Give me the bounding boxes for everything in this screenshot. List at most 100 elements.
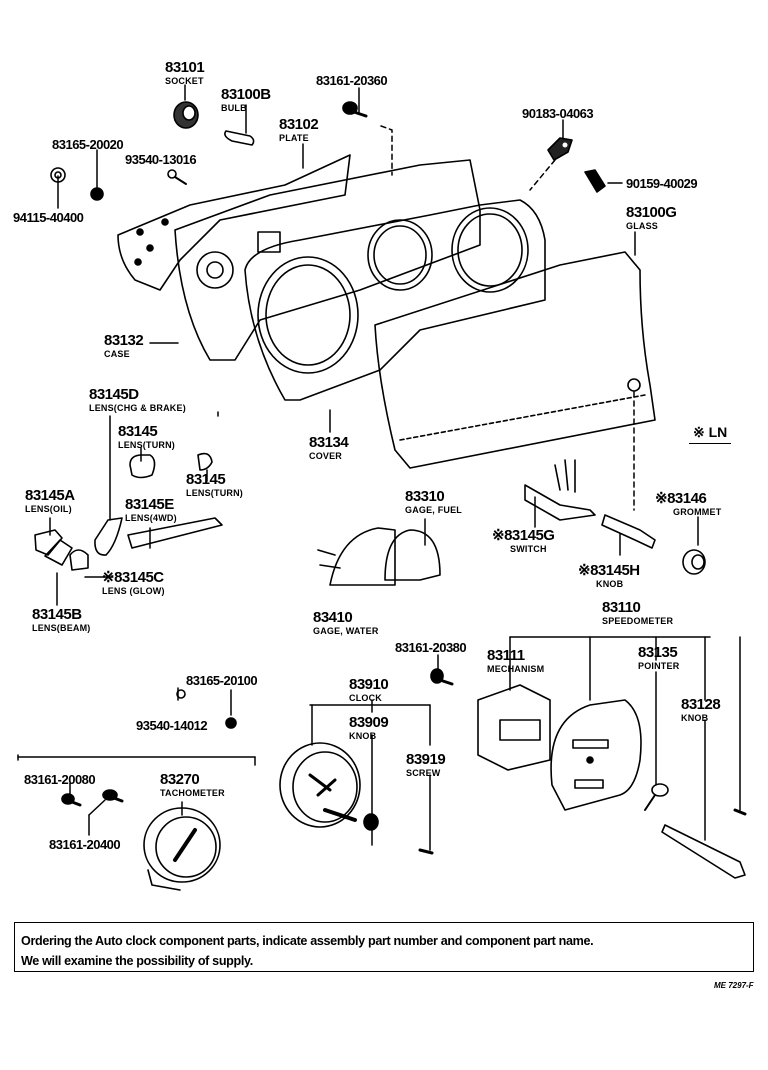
part-number: 90159-40029 <box>626 176 698 191</box>
part-name: GLASS <box>626 221 659 231</box>
part-number: 94115-40400 <box>13 210 84 225</box>
part-number: 83270 <box>160 771 200 788</box>
part-label-83161-20380: 83161-20380 <box>395 640 467 656</box>
part-label-83161-20400: 83161-20400 <box>49 837 121 853</box>
cluster-assembly-drawing <box>117 154 656 469</box>
screw-93540-13016-icon <box>167 169 187 185</box>
part-name: LENS(4WD) <box>125 513 177 523</box>
part-label-93540-13016: 93540-13016 <box>125 152 197 168</box>
part-name: KNOB <box>681 713 709 723</box>
knob-83145h-drawing <box>601 514 656 549</box>
part-number: 83102 <box>279 116 319 133</box>
part-number: 83145E <box>125 496 174 513</box>
legend-mark: ※ LN <box>689 424 732 444</box>
part-number: 90183-04063 <box>522 106 594 121</box>
part-number: 83165-20100 <box>186 673 258 688</box>
nut-94115-40400-icon <box>50 167 66 183</box>
part-name: SCREW <box>406 768 441 778</box>
part-name: KNOB <box>596 579 624 589</box>
small-screw-83128-drawing <box>733 808 747 816</box>
part-number: 83128 <box>681 696 721 713</box>
part-number: 83145D <box>89 386 139 403</box>
screw-83919-drawing <box>418 848 434 855</box>
part-number: 83100G <box>626 204 677 221</box>
part-number: 93540-13016 <box>125 152 197 167</box>
mechanism-83111-drawing <box>477 684 551 771</box>
part-label-90183-04063: 90183-04063 <box>522 106 594 122</box>
part-number: 83161-20080 <box>24 772 96 787</box>
part-number: 83110 <box>602 599 641 616</box>
dashed-leaders <box>380 125 635 511</box>
bulb-83100b-icon <box>224 130 255 146</box>
part-number: 83100B <box>221 86 271 103</box>
part-name: BULB <box>221 103 247 113</box>
grommet-83146-drawing <box>682 549 706 575</box>
speedometer-83110-drawing <box>550 699 642 811</box>
part-number: 83310 <box>405 488 445 505</box>
part-number: 83165-20020 <box>52 137 124 152</box>
part-name: CASE <box>104 349 130 359</box>
part-label-93540-14012: 93540-14012 <box>136 718 208 734</box>
lens-parts-drawing <box>34 452 223 571</box>
part-name: LENS(TURN) <box>186 488 243 498</box>
part-number: ※83146 <box>655 490 707 507</box>
screw-83161-20380-icon <box>430 668 454 686</box>
screw-83161-20400-icon <box>102 789 124 803</box>
part-label-83165-20020: 83165-20020 <box>52 137 124 153</box>
bracket-90183-04063-icon <box>547 137 573 161</box>
part-number: 83111 <box>487 647 525 664</box>
screw-93540-14012-icon <box>176 689 186 699</box>
nut-83165-20100-icon <box>225 717 237 729</box>
part-label-94115-40400: 94115-40400 <box>13 210 84 226</box>
part-name: POINTER <box>638 661 680 671</box>
part-number: ※83145H <box>578 562 640 579</box>
part-number: ※83145C <box>102 569 164 586</box>
part-number: 83410 <box>313 609 353 626</box>
part-number: 83135 <box>638 644 678 661</box>
part-name: TACHOMETER <box>160 788 225 798</box>
part-label-83165-20100: 83165-20100 <box>186 673 258 689</box>
part-number: 83161-20380 <box>395 640 467 655</box>
part-name: LENS(BEAM) <box>32 623 91 633</box>
socket-83101-icon <box>173 101 199 129</box>
part-number: 83145A <box>25 487 75 504</box>
part-number: 83145B <box>32 606 82 623</box>
part-number: 83145 <box>186 471 226 488</box>
part-name: LENS(OIL) <box>25 504 72 514</box>
screw-90159-40029-icon <box>584 169 606 193</box>
part-name: GROMMET <box>673 507 722 517</box>
part-number: 83132 <box>104 332 144 349</box>
part-number: 83145 <box>118 423 158 440</box>
tachometer-83270-drawing <box>143 807 221 891</box>
part-number: 83910 <box>349 676 389 693</box>
knob-83128-drawing <box>661 824 746 879</box>
screw-83161-20080-icon <box>61 793 82 807</box>
part-number: 83919 <box>406 751 446 768</box>
nut-83165-20020-icon <box>90 187 104 201</box>
screw-83161-20360-icon <box>342 101 368 118</box>
part-name: PLATE <box>279 133 309 143</box>
part-name: SWITCH <box>510 544 547 554</box>
part-name: COVER <box>309 451 343 461</box>
note-line-2: We will examine the possibility of suppl… <box>21 954 253 968</box>
part-label-90159-40029: 90159-40029 <box>626 176 698 192</box>
part-number: 83909 <box>349 714 389 731</box>
clock-83910-drawing <box>279 742 361 828</box>
